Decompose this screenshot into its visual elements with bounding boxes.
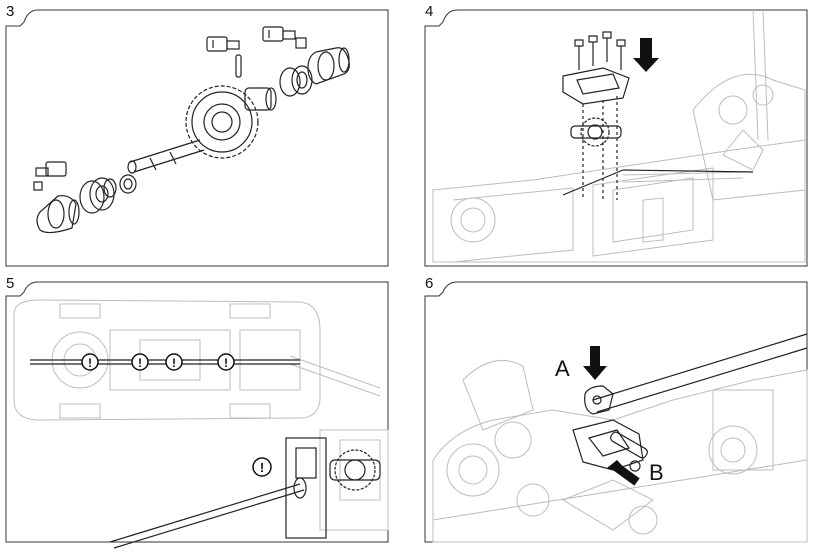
down-arrow-icon	[583, 346, 607, 380]
exclamation-circle-icon: !	[81, 353, 99, 371]
panel-3-frame	[5, 9, 389, 267]
step-number-5: 5	[6, 275, 15, 292]
step-number-6: 6	[425, 275, 434, 292]
panel-4-frame	[424, 9, 808, 267]
svg-text:!: !	[260, 460, 264, 475]
linkage-mount-icon	[572, 419, 644, 471]
step-number-3: 3	[6, 3, 15, 20]
shaft-icon	[127, 139, 205, 174]
exclamation-circle-icon: !	[217, 353, 235, 371]
exclamation-circle-icon: !	[252, 457, 272, 477]
spur-gear-icon	[185, 85, 259, 159]
panel-step-6: 6	[413, 270, 826, 554]
diagonal-arrow-icon	[607, 460, 640, 486]
spur-gear-icon	[580, 117, 610, 147]
exclamation-circle-icon: !	[131, 353, 149, 371]
svg-text:!: !	[224, 356, 228, 370]
exclamation-circle-icon: !	[165, 353, 183, 371]
panel-step-4: 4	[413, 0, 826, 270]
panel-step-3: 3	[0, 0, 400, 270]
down-arrow-icon	[633, 38, 659, 72]
label-b: B	[649, 460, 664, 485]
panel-5-frame	[5, 281, 389, 543]
screw-icon	[616, 39, 626, 70]
set-screw-icon	[206, 36, 242, 78]
step-number-4: 4	[425, 3, 434, 20]
svg-text:!: !	[88, 356, 92, 370]
panel-6-frame	[424, 281, 808, 543]
set-screw-icon	[262, 26, 307, 49]
set-screw-icon	[33, 161, 67, 191]
screw-icon	[588, 35, 598, 66]
chassis-install-drawing	[432, 9, 806, 263]
exploded-gear-drawing	[33, 26, 350, 234]
drive-shaft-drawing	[432, 333, 808, 543]
screw-icon	[574, 39, 584, 70]
label-a: A	[555, 356, 570, 381]
chassis-top-view-drawing: ! ! ! ! !	[13, 299, 389, 549]
screw-icon	[602, 31, 612, 62]
svg-text:!: !	[172, 356, 176, 370]
top-brace-icon	[562, 67, 630, 105]
svg-text:!: !	[138, 356, 142, 370]
panel-step-5: 5 ! ! !	[0, 270, 400, 554]
rod-end-icon	[584, 385, 614, 415]
